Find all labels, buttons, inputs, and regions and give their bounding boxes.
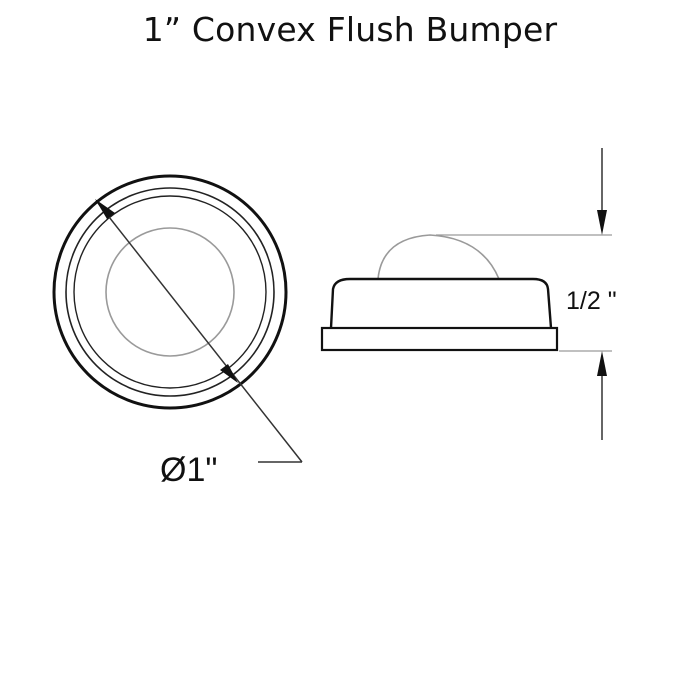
diameter-arrow-top: [95, 199, 115, 219]
diagram-title: 1” Convex Flush Bumper: [142, 10, 558, 49]
diameter-dimension: Ø1": [95, 199, 303, 489]
height-arrow-top: [597, 210, 607, 235]
height-dimension: 1/2 ": [436, 148, 617, 440]
flange-circle: [73, 195, 267, 389]
dome-profile: [377, 234, 500, 280]
diameter-line: [97, 202, 303, 463]
body-profile: [329, 277, 553, 329]
base-plate: [320, 326, 559, 352]
dome-circle: [105, 227, 235, 357]
outer-rim-circle: [52, 174, 288, 410]
height-arrow-bottom: [597, 351, 607, 376]
inner-rim-circle: [65, 187, 275, 397]
height-label: 1/2 ": [566, 287, 617, 315]
top-view: [52, 174, 288, 410]
diameter-arrow-bottom: [220, 364, 238, 383]
side-view: [320, 234, 559, 352]
diameter-label: Ø1": [160, 451, 217, 489]
